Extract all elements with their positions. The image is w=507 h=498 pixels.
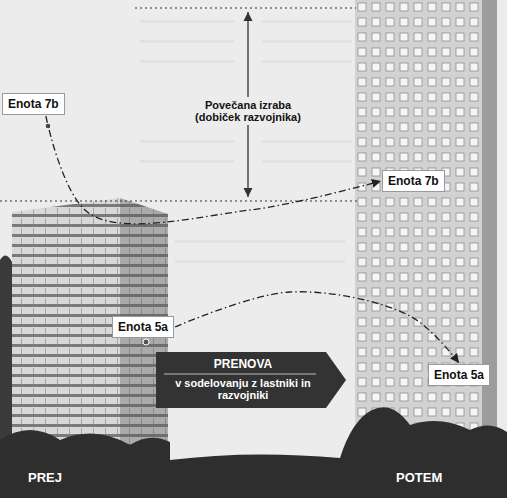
unit-label: Enota 5a <box>434 368 484 382</box>
band-text: v sodelovanju z lastniki in razvojniki <box>166 377 320 401</box>
unit-label-box: Enota 5a <box>428 364 490 386</box>
band-text: PRENOVA <box>166 357 320 371</box>
band-rule <box>164 374 316 375</box>
caption-label: POTEM <box>396 470 442 485</box>
trees <box>0 407 507 498</box>
band-fill <box>156 352 346 408</box>
unit-label-box: Enota 7b <box>2 93 65 115</box>
faded-text <box>140 20 352 263</box>
unit-label: Enota 5a <box>118 320 168 334</box>
new-building <box>355 0 497 440</box>
dimension-label: Povečana izraba (dobiček razvojnika) <box>183 97 313 125</box>
unit-label: Enota 7b <box>388 174 439 188</box>
unit-dot <box>45 123 51 129</box>
unit-dot <box>143 339 149 345</box>
unit-label-box: Enota 7b <box>382 170 445 192</box>
caption-label: PREJ <box>28 470 62 485</box>
move-arrow <box>46 116 381 224</box>
dotted-line <box>0 200 358 201</box>
unit-label: Enota 7b <box>8 97 59 111</box>
dotted-line <box>135 7 356 8</box>
renewal-arrow-band: PRENOVA v sodelovanju z lastniki in razvo… <box>156 352 346 408</box>
unit-label-box: Enota 5a <box>112 316 174 338</box>
